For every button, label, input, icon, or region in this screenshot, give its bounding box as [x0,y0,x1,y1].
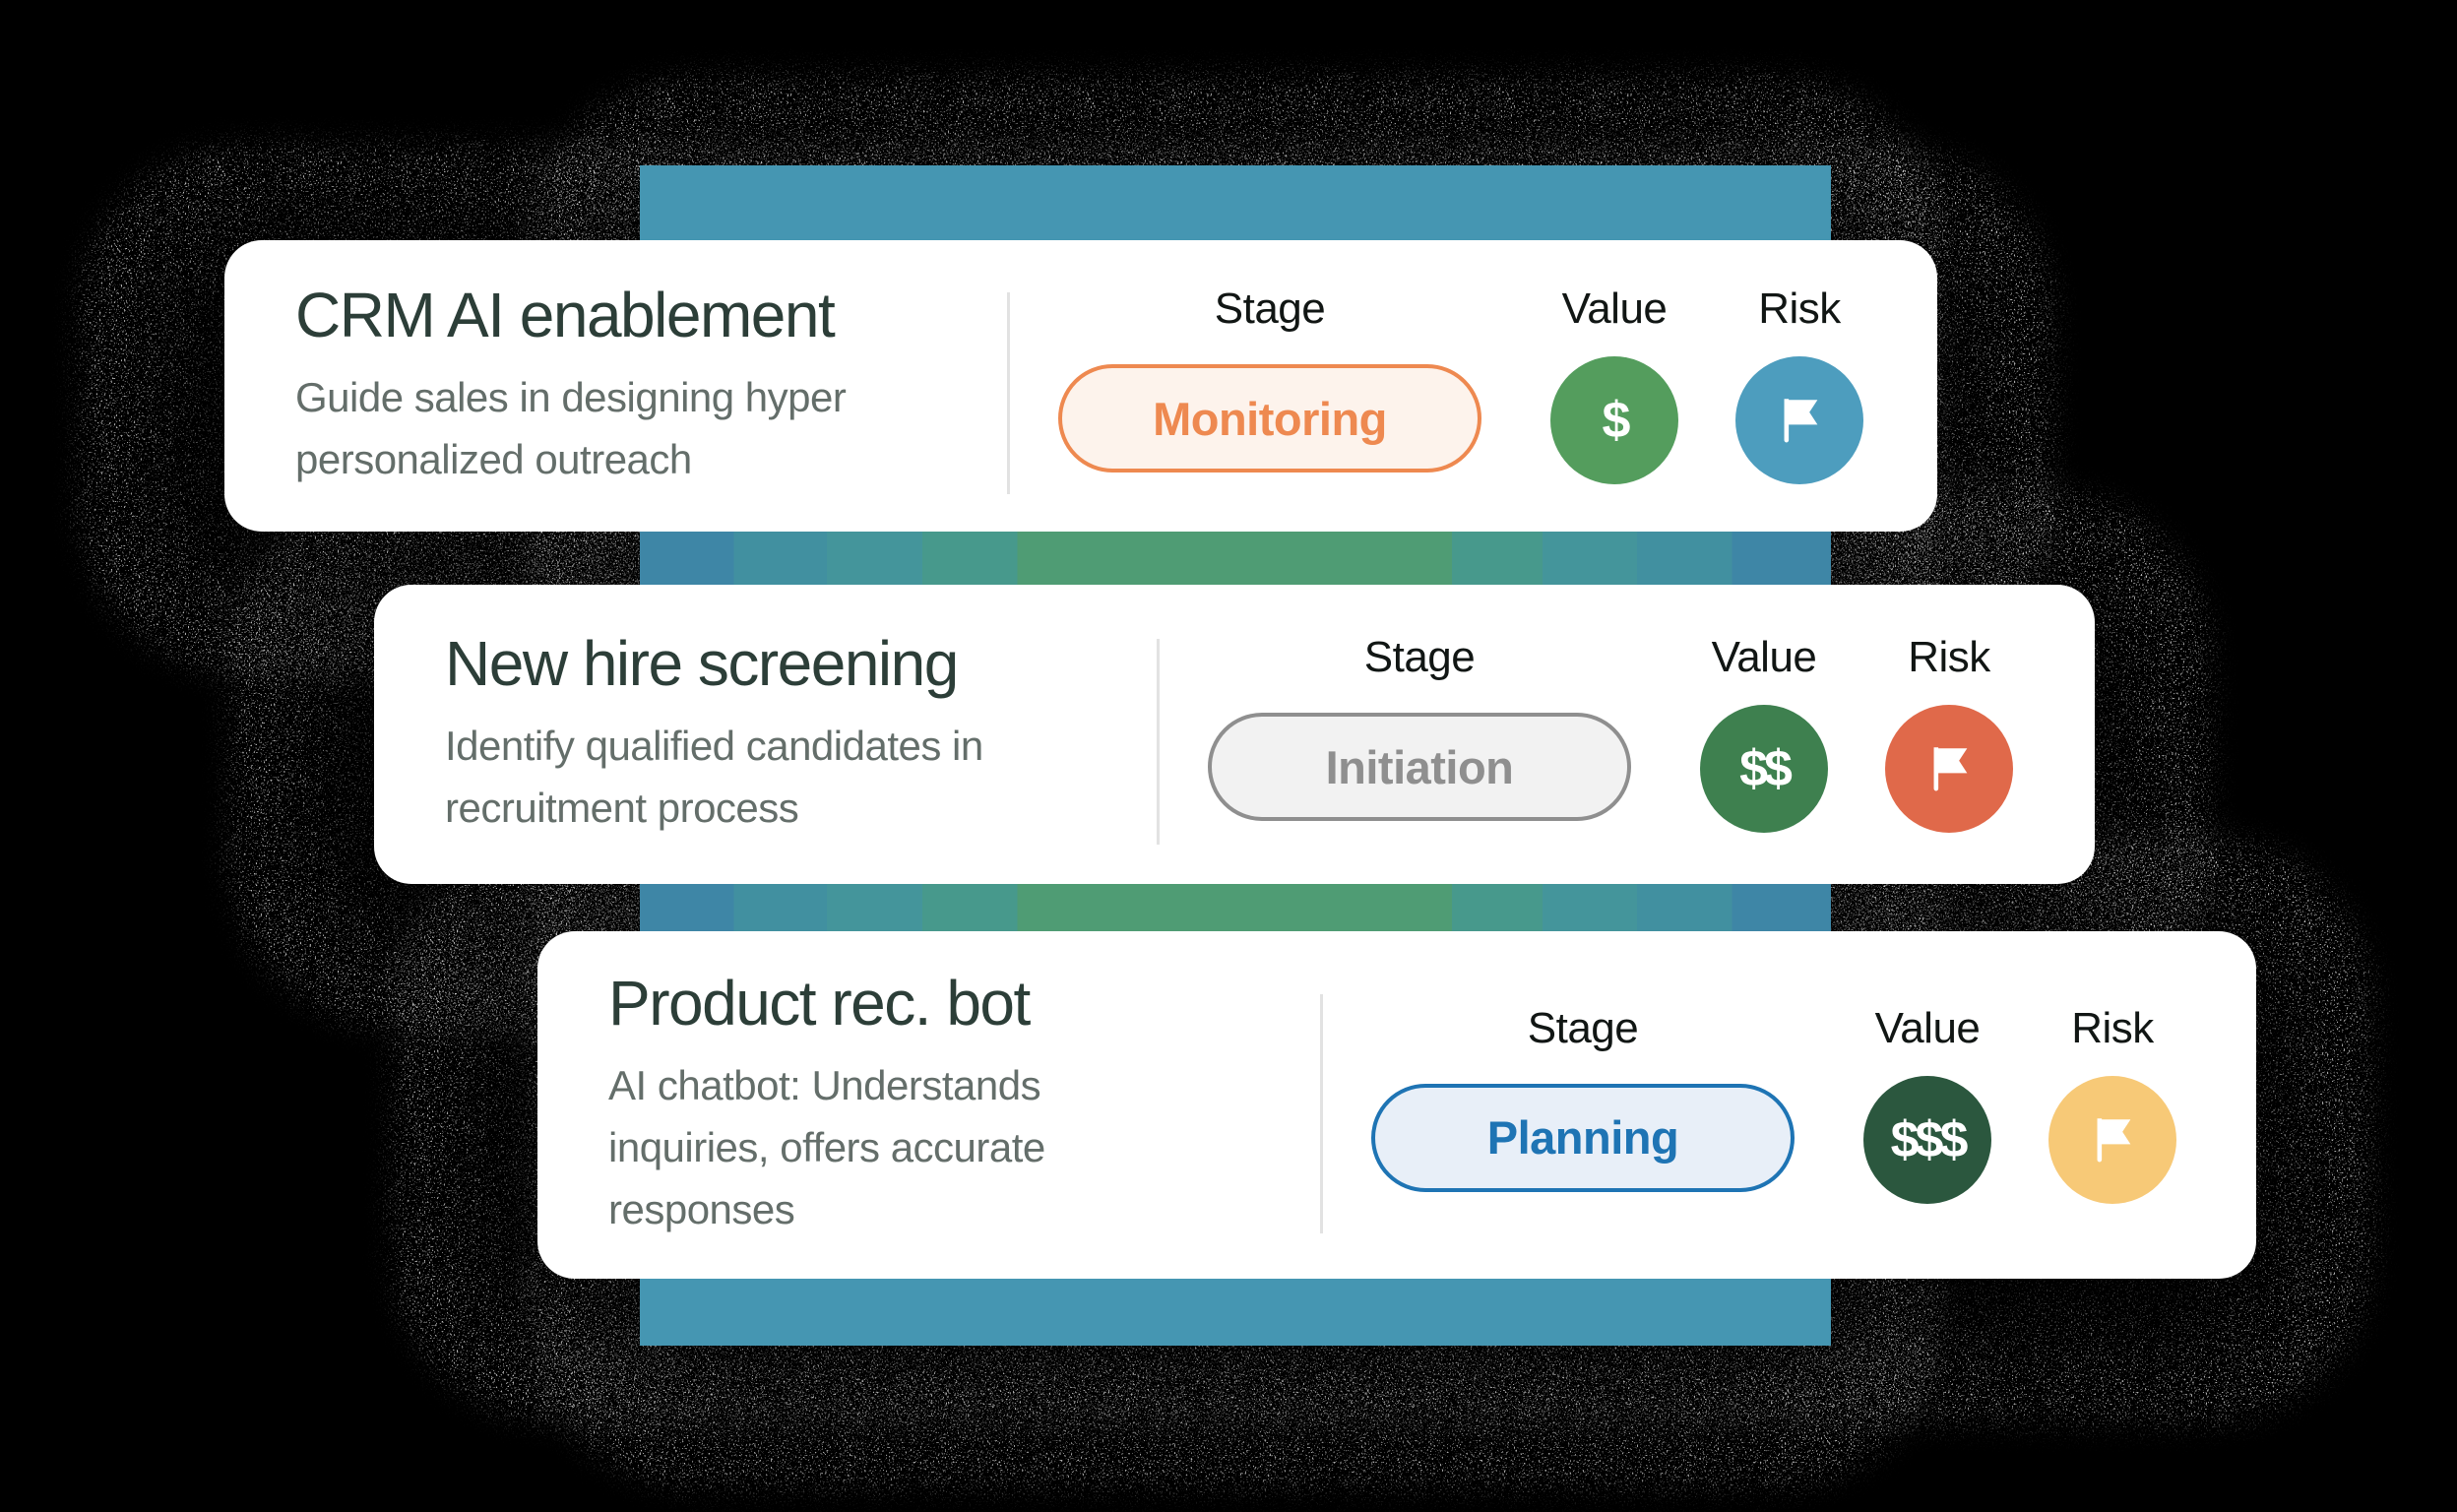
vertical-divider [1007,292,1010,494]
value-column: Value $ [1550,285,1678,486]
card-title: CRM AI enablement [295,280,836,351]
risk-column: Risk [1885,634,2013,835]
band-gradient-strip [640,879,1831,935]
stage-column: Stage Initiation [1208,634,1631,835]
risk-column: Risk [1735,285,1863,486]
risk-column: Risk [2048,1003,2176,1206]
card-description: Identify qualified candidates in recruit… [445,722,983,831]
vertical-divider [1157,638,1160,846]
use-case-card-hiring: New hire screening Identify qualified ca… [374,585,2095,884]
stage-label: Stage [1527,1003,1639,1052]
card-text-column: Product rec. bot AI chatbot: Understands… [608,931,1278,1279]
flag-icon [1933,747,1968,791]
risk-label: Risk [1758,284,1841,333]
value-badge: $ [1550,356,1678,484]
use-case-card-chatbot: Product rec. bot AI chatbot: Understands… [537,931,2256,1279]
card-text-column: New hire screening Identify qualified ca… [445,585,1114,884]
flag-icon [1784,399,1818,443]
risk-label: Risk [1908,633,1990,681]
risk-badge [1885,705,2013,833]
card-title: New hire screening [445,628,959,700]
flag-icon [2097,1117,2131,1162]
risk-badge [2048,1075,2176,1204]
risk-badge [1735,356,1863,484]
value-label: Value [1561,284,1668,333]
card-title: Product rec. bot [608,968,1031,1040]
card-text-column: CRM AI enablement Guide sales in designi… [295,240,965,532]
use-case-card-crm: CRM AI enablement Guide sales in designi… [224,240,1937,532]
value-column: Value $$$ [1863,1003,1991,1206]
stage-pill: Initiation [1208,713,1631,821]
value-label: Value [1874,1003,1981,1052]
stage-label: Stage [1214,284,1326,333]
value-label: Value [1711,633,1817,681]
card-description: AI chatbot: Understands inquiries, offer… [608,1061,1045,1232]
value-badge: $$$ [1863,1075,1991,1204]
value-badge: $$ [1700,705,1828,833]
stage-column: Stage Planning [1371,1003,1795,1206]
risk-label: Risk [2071,1003,2154,1052]
vertical-divider [1320,993,1323,1234]
value-column: Value $$ [1700,634,1828,835]
card-description: Guide sales in designing hyper personali… [295,373,847,482]
stage-label: Stage [1363,633,1476,681]
band-gradient-strip [640,528,1831,589]
stage-pill: Planning [1371,1083,1795,1192]
stage-pill: Monitoring [1058,364,1481,472]
stage-column: Stage Monitoring [1058,285,1481,486]
